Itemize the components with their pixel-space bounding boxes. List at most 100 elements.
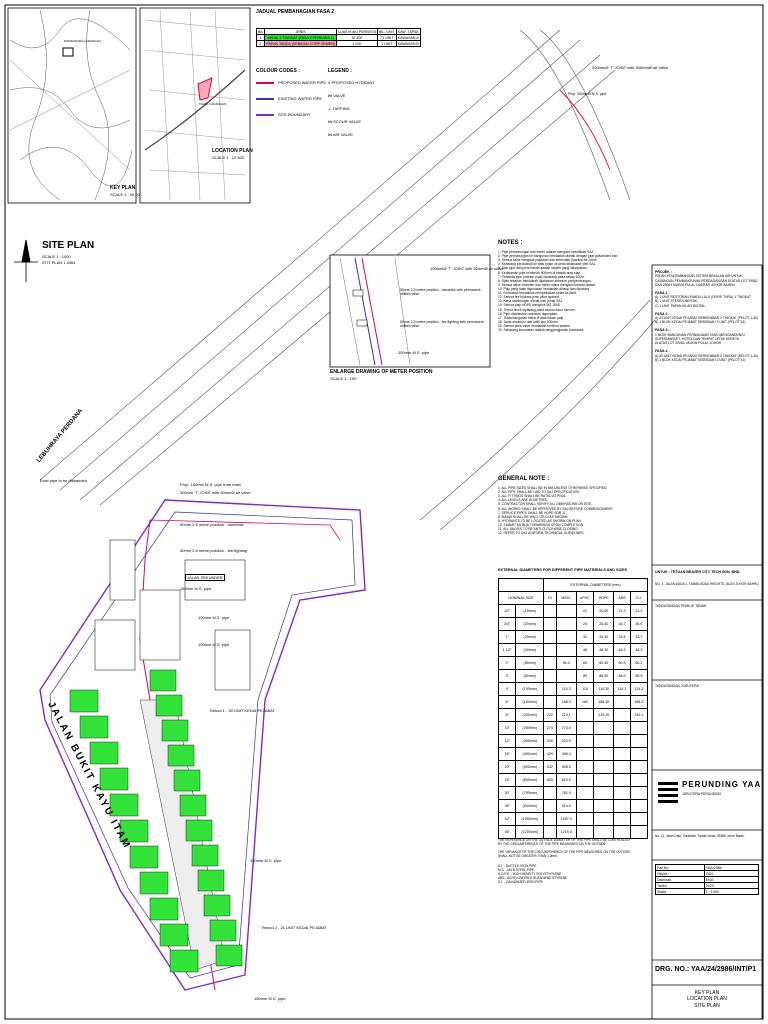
enlarge-title: ENLARGE DRAWING OF METER POSITION xyxy=(330,369,433,375)
pipe-cell xyxy=(575,708,595,722)
lot-right xyxy=(179,794,207,817)
pipe-cell xyxy=(555,669,577,683)
cell: KAWASAN B xyxy=(395,40,421,47)
pipe-cell xyxy=(543,682,557,696)
pipe-cell: (600mm) xyxy=(515,773,545,787)
pipe-cell: (1200mm) xyxy=(515,825,545,839)
pipe-cell: 12" xyxy=(497,734,517,748)
note-line: 14. Semua paip HDPE mengikut MS 1058. xyxy=(498,303,561,308)
footer-title: KEY PLAN xyxy=(694,990,720,996)
pipe-cell xyxy=(575,825,595,839)
lot-left xyxy=(159,923,189,947)
annotation: 150mm M.S. pipe xyxy=(180,586,212,591)
general-note-line: 9. HYDRANTS TO BE LOCATED AS SHOWN ON PL… xyxy=(498,518,582,523)
pipe-cell: 24" xyxy=(497,773,517,787)
pipe-cell: 168.3 xyxy=(629,695,649,709)
pipe-cell: (15mm) xyxy=(515,604,545,618)
pipe-cell: 88.9 xyxy=(629,669,649,683)
pipe-table: EXTERNAL DIAMETERS (mm) NOMINAL SIZE DI … xyxy=(497,578,649,839)
firm-logo xyxy=(658,782,678,803)
tapping-icon: ⊥ xyxy=(328,106,332,111)
pipe-header-row: NOMINAL SIZE DI MSCL uPVC HDPE ABS G.I. xyxy=(497,591,649,605)
note-line: 2. Pipe perhubungan ke bangunan hendakla… xyxy=(498,254,619,259)
annotation: 100mmØ 'T' JOINT with 50mmØ air valve xyxy=(430,266,504,271)
pipe-cell xyxy=(613,708,631,722)
pipe-cell: (150mm) xyxy=(515,695,545,709)
swatch-existing xyxy=(256,97,274,100)
pipe-cell: 32 xyxy=(575,630,595,644)
pipe-cell xyxy=(555,630,577,644)
pipe-cell: 1/2" xyxy=(497,604,517,618)
site-plan-title: SITE PLAN xyxy=(42,240,95,251)
pipe-cell: 6" xyxy=(497,695,517,709)
annotation: 50mm 2.5 metre position - fire fighting xyxy=(180,548,248,553)
client: UNTUK : TETUAN BEAVER CITY TECH SDN. BHD… xyxy=(655,570,741,574)
proposed-pipe-top xyxy=(559,89,611,171)
pipe-cell: (500mm) xyxy=(515,760,545,774)
pipe-cell: 1219.0 xyxy=(555,825,577,839)
legend-title: LEGEND : xyxy=(328,68,352,74)
project-desc: PELAN PENGEMBANGAN SISTEM BEKALAN AIR UN… xyxy=(655,274,758,287)
pipe-cell: 16" xyxy=(497,747,517,761)
pipe-cell: 3/4" xyxy=(497,617,517,631)
highway xyxy=(39,29,656,531)
pipe-cell xyxy=(613,786,631,800)
lot-right xyxy=(185,819,213,842)
cell: 1 200 xyxy=(335,40,378,47)
note-line: 13. Kerja sambungan dibuat oleh pihak SA… xyxy=(498,299,564,304)
pipe-cell xyxy=(629,747,649,761)
pipe-cell: 21 xyxy=(575,604,595,618)
pipe-cell: 110 xyxy=(575,682,595,696)
abbr-line: H.D.P.E. - HIGH DENSITY POLYETHYLENE xyxy=(498,872,562,876)
pipe-cell: 1 1/2" xyxy=(497,643,517,657)
reference-notes: THE REFERENCE ON THE OUTSIDE DIAMETER OF… xyxy=(498,838,648,884)
annotation: 150mm M.S. pipe xyxy=(398,350,430,355)
fasa-line: DI ATAS LOT 29063, MUKIM PULAI, JOHOR xyxy=(655,341,722,346)
annotation: 300mmØ 'T' JOINT with 300mmØ air valve xyxy=(592,65,668,70)
pipe-h: uPVC xyxy=(575,591,595,605)
annotation: 50mm 2.5 metre position - domestic with … xyxy=(400,288,481,297)
note-line: 15. Thrust block dipasang pada semua ben… xyxy=(498,307,576,312)
client-addr: NO. 1, JALAN ADDA 1, TAMAN ADDA HEIGHTS,… xyxy=(655,582,759,586)
location-plan-label: TAPAK CADANGAN xyxy=(199,102,227,106)
fasa-line: C) 1 UNIT PAPAN IKLAN DIGITAL xyxy=(655,303,706,308)
note-line: 5. Saiz pipe dan jenis bahan adalah sepe… xyxy=(498,266,588,271)
pipe-cell: 48" xyxy=(497,825,517,839)
note-line: 11. Kontraktor hendaklah menyediakan pel… xyxy=(498,291,577,296)
note-line: 4. Sebarang perubahan ke atas pelan ini … xyxy=(498,262,597,267)
pipe-cell: 219.10 xyxy=(593,708,615,722)
scour-valve-icon: ⋈ xyxy=(328,119,332,124)
lot-right xyxy=(209,919,237,942)
pipe-cell xyxy=(613,799,631,813)
pipe-cell: 8" xyxy=(497,708,517,722)
abbr-line: M.S. - MILD STEEL PIPE xyxy=(498,868,535,872)
lot-left xyxy=(129,845,159,869)
lot-right xyxy=(167,744,195,767)
pipe-cell xyxy=(593,812,615,826)
location-plan-map xyxy=(139,7,251,204)
fasa-line: B) 1 BLOK KEDAI PEJABAT SESEBUAH 3 UNIT … xyxy=(655,320,746,325)
pipe-cell: 48.30 xyxy=(593,643,615,657)
pipe-group: EXTERNAL DIAMETERS (mm) xyxy=(543,578,648,592)
pipe-cell: 60.3 xyxy=(555,656,577,670)
pipe-cell: 21.3 xyxy=(629,604,649,618)
fasa-line: B) 1 UNIT STESEN MINYAK xyxy=(655,299,698,304)
sheet-frame xyxy=(4,4,764,1020)
pipe-cell xyxy=(575,760,595,774)
fasa-line: A) 40 UNIT KEDAI PEJABAT BERKEMBAR 2 TIN… xyxy=(655,316,759,321)
location-plan-title: LOCATION PLAN xyxy=(212,148,253,154)
colour-codes-list: PROPOSED WATER PIPE EXISTING WATER PIPE … xyxy=(256,80,326,117)
pipe-cell: 914.0 xyxy=(555,799,577,813)
pipe-cell xyxy=(543,812,557,826)
pipe-cell xyxy=(593,760,615,774)
pipe-cell: 160 xyxy=(575,695,595,709)
pipe-cell xyxy=(593,721,615,735)
pipe-cell xyxy=(543,643,557,657)
fasa-line: 1 BLOK BANGUNAN PERNIAGAAN YANG MENGANDU… xyxy=(655,332,745,337)
notes-list: 1. Pipe penhubungan dan meter adalah men… xyxy=(498,250,648,332)
